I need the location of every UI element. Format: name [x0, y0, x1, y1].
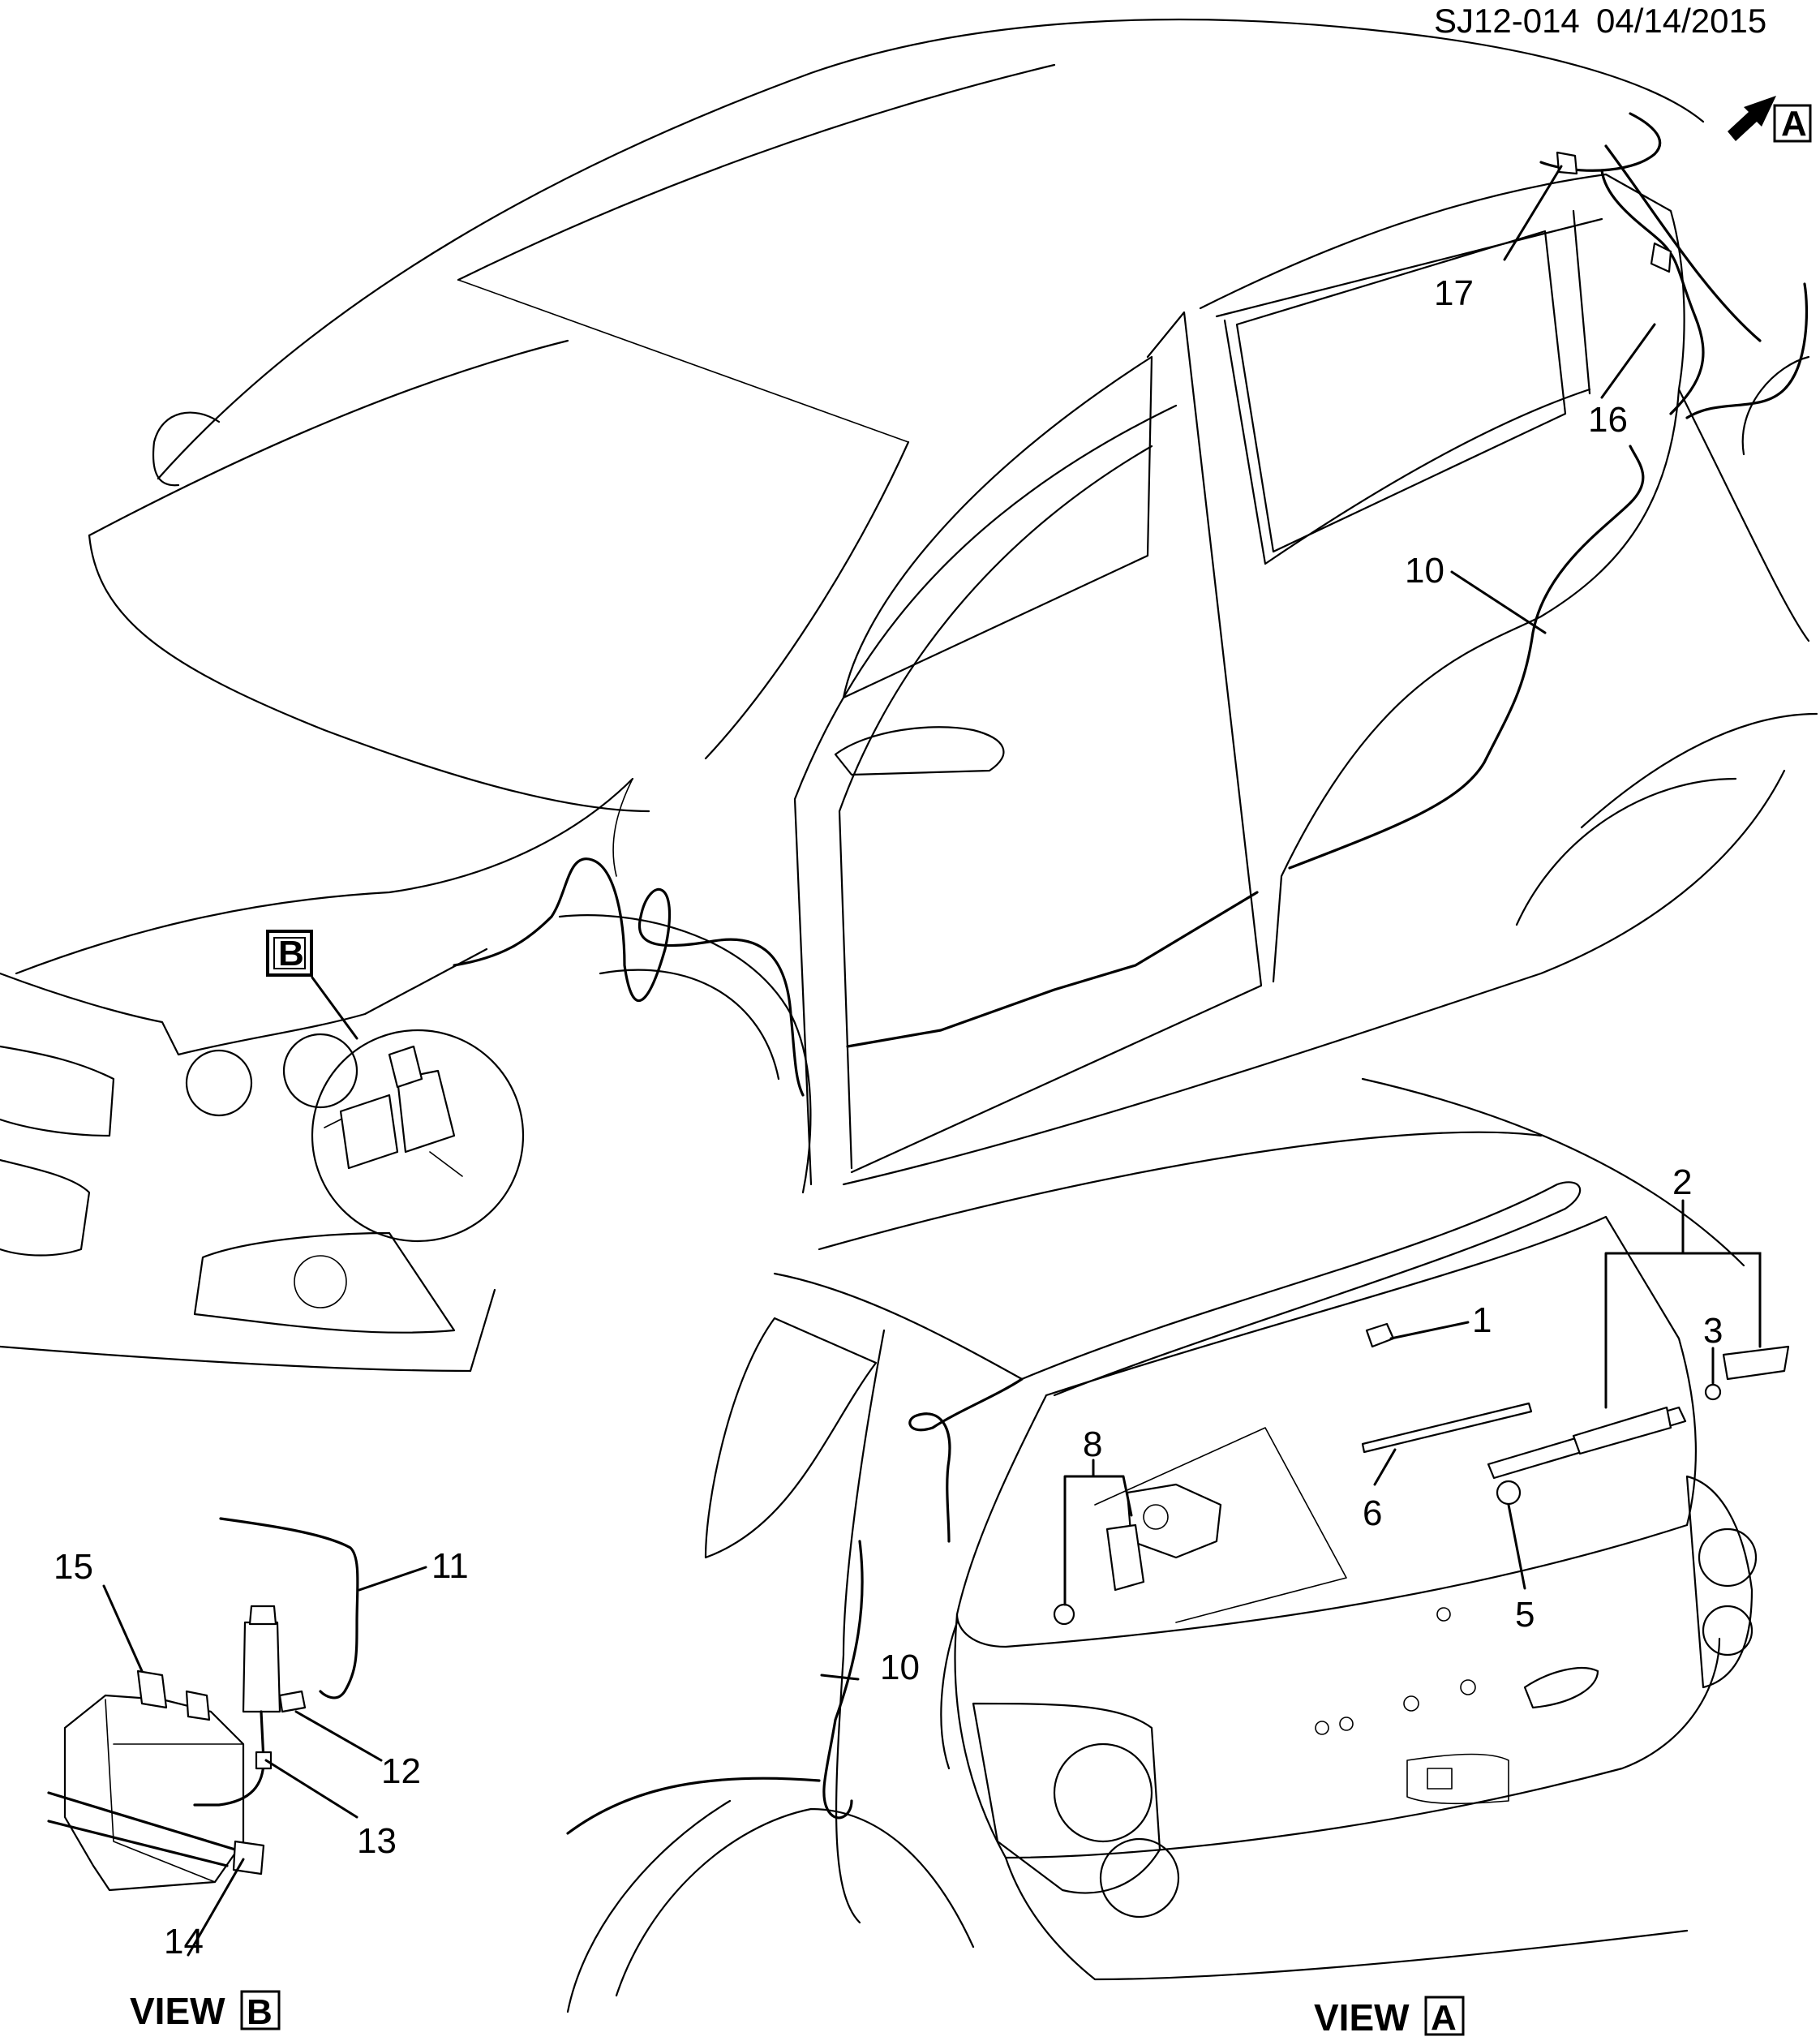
- leader-8: [1063, 1459, 1133, 1606]
- leader-12: [294, 1710, 383, 1762]
- leader-17: [1503, 165, 1563, 261]
- view-b-leader: [311, 976, 358, 1040]
- view-a-frame-lines: [1094, 1427, 1347, 1623]
- part-1-clip: [1365, 1322, 1395, 1348]
- part-15-reservoir: [63, 1694, 245, 1892]
- callout-3: 3: [1703, 1311, 1723, 1351]
- callout-16: 16: [1588, 400, 1628, 440]
- leader-5: [1507, 1503, 1526, 1590]
- view-a-label-letter: A: [1431, 1998, 1457, 2038]
- leader-11: [358, 1566, 427, 1592]
- view-b-marker-letter: B: [278, 934, 304, 973]
- callout-14: 14: [164, 1922, 204, 1962]
- callout-17: 17: [1434, 273, 1474, 313]
- view-a-label: VIEW: [1314, 1996, 1410, 2039]
- part-16-nozzle: [1650, 242, 1672, 273]
- view-a-arrow-icon: [1728, 96, 1776, 141]
- callout-12: 12: [381, 1751, 421, 1791]
- drawing-date: 04/14/2015: [1596, 2, 1766, 40]
- leader-10-view-a: [820, 1674, 860, 1681]
- part-3-nut: [1704, 1383, 1722, 1401]
- part-17-hose-clip: [1556, 151, 1578, 175]
- view-a-washer-hose: [566, 1377, 1024, 1835]
- part-5-grommet: [1496, 1480, 1522, 1506]
- part-12-pump: [242, 1621, 281, 1713]
- part-2-wiper-arm: [1487, 1345, 1790, 1480]
- drawing-id: SJ12-014: [1434, 2, 1580, 40]
- washer-hose-routing-main: [453, 112, 1809, 1097]
- part-8-wiper-motor: [1053, 1483, 1222, 1626]
- callout-5: 5: [1515, 1595, 1535, 1635]
- callout-11: 11: [431, 1546, 469, 1586]
- leader-2: [1604, 1199, 1762, 1409]
- leader-1: [1389, 1321, 1470, 1340]
- callout-8: 8: [1083, 1424, 1102, 1464]
- callout-15: 15: [54, 1547, 93, 1587]
- callout-13: 13: [357, 1821, 397, 1861]
- leader-6: [1373, 1448, 1397, 1486]
- view-b-reservoir-assembly: [47, 1517, 359, 1892]
- callout-1: 1: [1472, 1300, 1492, 1340]
- leader-14: [187, 1858, 245, 1957]
- leader-15: [102, 1584, 144, 1673]
- view-a-marker: A: [1773, 104, 1812, 144]
- view-a-marker-letter: A: [1781, 104, 1807, 144]
- part-11-hose: [219, 1517, 359, 1699]
- part-6-wiper-blade: [1361, 1402, 1533, 1454]
- callout-10-view-a: 10: [880, 1648, 920, 1687]
- view-a-rear-vehicle: [566, 1077, 1758, 2013]
- view-b-detail-circle: [311, 1029, 525, 1243]
- leader-10-main: [1450, 570, 1547, 634]
- vehicle-body-outline: [0, 18, 1818, 1373]
- callout-2: 2: [1672, 1162, 1692, 1202]
- callout-10-main: 10: [1405, 551, 1444, 591]
- leader-16: [1600, 323, 1656, 399]
- view-b-label: VIEW: [130, 1990, 225, 2032]
- view-b-label-letter: B: [247, 1992, 273, 2032]
- view-b-marker: B: [266, 930, 313, 977]
- callout-6: 6: [1363, 1493, 1382, 1533]
- leader-13: [264, 1759, 358, 1819]
